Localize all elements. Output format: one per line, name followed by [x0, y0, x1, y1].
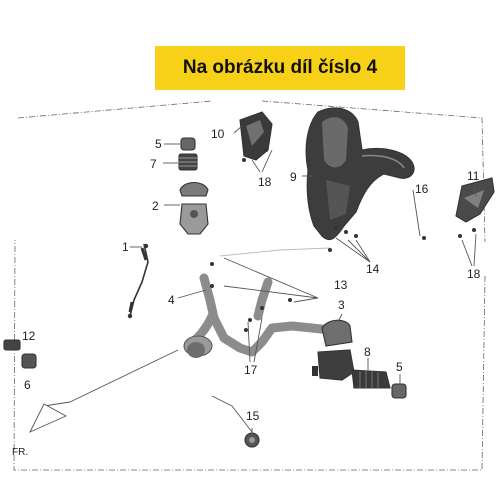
callout-10: 10: [211, 127, 225, 141]
callout-6: 6: [24, 378, 31, 392]
nut-part: [244, 432, 260, 448]
callout-18-left: 18: [258, 175, 272, 189]
small-cover-part: [239, 111, 273, 161]
collar-part: [21, 353, 37, 369]
bolt-part: [3, 339, 21, 351]
callout-13: 13: [334, 278, 348, 292]
screws-part: [210, 148, 476, 332]
callout-9: 9: [290, 170, 297, 184]
callout-11: 11: [467, 169, 480, 183]
callout-16: 16: [415, 182, 429, 196]
part-number-banner: Na obrázku díl číslo 4: [155, 46, 405, 90]
callout-12: 12: [22, 329, 36, 343]
callout-17: 17: [244, 363, 258, 377]
callout-3: 3: [338, 298, 345, 312]
throttle-cable-part: [127, 243, 149, 319]
handlebar-part: [183, 247, 335, 358]
callout-7: 7: [150, 157, 157, 171]
banner-text: Na obrázku díl číslo 4: [182, 57, 378, 78]
callout-1: 1: [122, 240, 129, 254]
grip-part: [351, 369, 407, 399]
direction-label: FR.: [12, 447, 28, 458]
callout-5-bottom: 5: [396, 360, 403, 374]
callout-numbers: 5 7 2 1 4 10 18 9 16 11 18 13 14 3 8 5 1…: [12, 127, 481, 458]
callout-15: 15: [246, 409, 260, 423]
callout-18-right: 18: [467, 267, 481, 281]
callout-14: 14: [366, 262, 380, 276]
callout-8: 8: [364, 345, 371, 359]
handlebar-cover-part: [305, 107, 415, 241]
leader-lines: [29, 125, 477, 434]
callout-2: 2: [152, 199, 159, 213]
side-cover-part: [455, 177, 495, 223]
diagram-outline: [13, 100, 486, 471]
spring-sleeve-part: [178, 153, 198, 171]
bar-end-weight-part: [180, 137, 196, 151]
switch-housing-part: [312, 319, 355, 381]
callout-5-top: 5: [155, 137, 162, 151]
bar-clamp-part: [179, 181, 209, 235]
callout-4: 4: [168, 293, 175, 307]
